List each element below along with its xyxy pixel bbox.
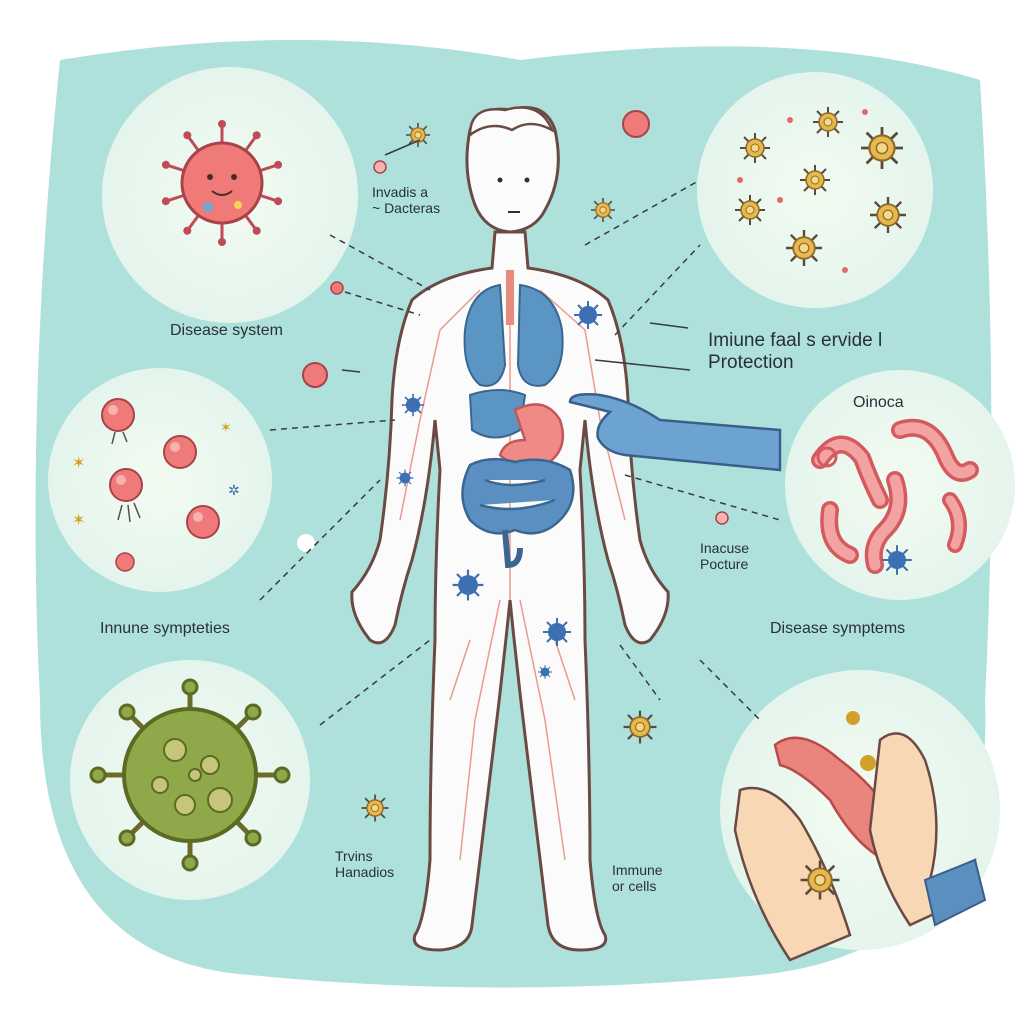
hand-icon xyxy=(568,393,782,472)
label-immune-cells: Immune or cells xyxy=(612,862,663,895)
virus-icon xyxy=(89,678,291,872)
immune-cell-icon: ✶ ✶ ✶ ✲ xyxy=(72,398,240,572)
svg-text:✲: ✲ xyxy=(228,482,240,498)
label-immune-protection: Imiune faal s ervide l Protection xyxy=(708,330,883,373)
bacteria-icon xyxy=(734,106,908,273)
svg-text:✶: ✶ xyxy=(72,512,85,529)
bacteria-icon xyxy=(811,418,979,575)
label-trvins-hanadios: Trvins Hanadios xyxy=(335,848,395,881)
virus-icon xyxy=(159,118,285,248)
trachea xyxy=(506,270,514,325)
label-disease-symptoms: Disease symptems xyxy=(770,620,906,637)
label-oinoca: Oinoca xyxy=(853,394,904,411)
lung-right xyxy=(516,283,564,387)
circle-mid-left xyxy=(48,368,272,592)
intestine xyxy=(461,457,575,535)
svg-text:✶: ✶ xyxy=(72,455,85,472)
label-disease-system: Disease system xyxy=(170,322,283,339)
svg-text:✶: ✶ xyxy=(220,419,232,435)
liver xyxy=(468,389,527,439)
lung-left xyxy=(463,283,507,387)
label-immune-symptoms: Innune sympteties xyxy=(100,620,230,637)
hand-icon xyxy=(733,711,987,962)
label-invades-bacteria: Invadis a ~ Dacteras xyxy=(372,184,441,217)
human-figure xyxy=(350,106,670,952)
label-inacuse-pocture: Inacuse Pocture xyxy=(700,540,750,573)
